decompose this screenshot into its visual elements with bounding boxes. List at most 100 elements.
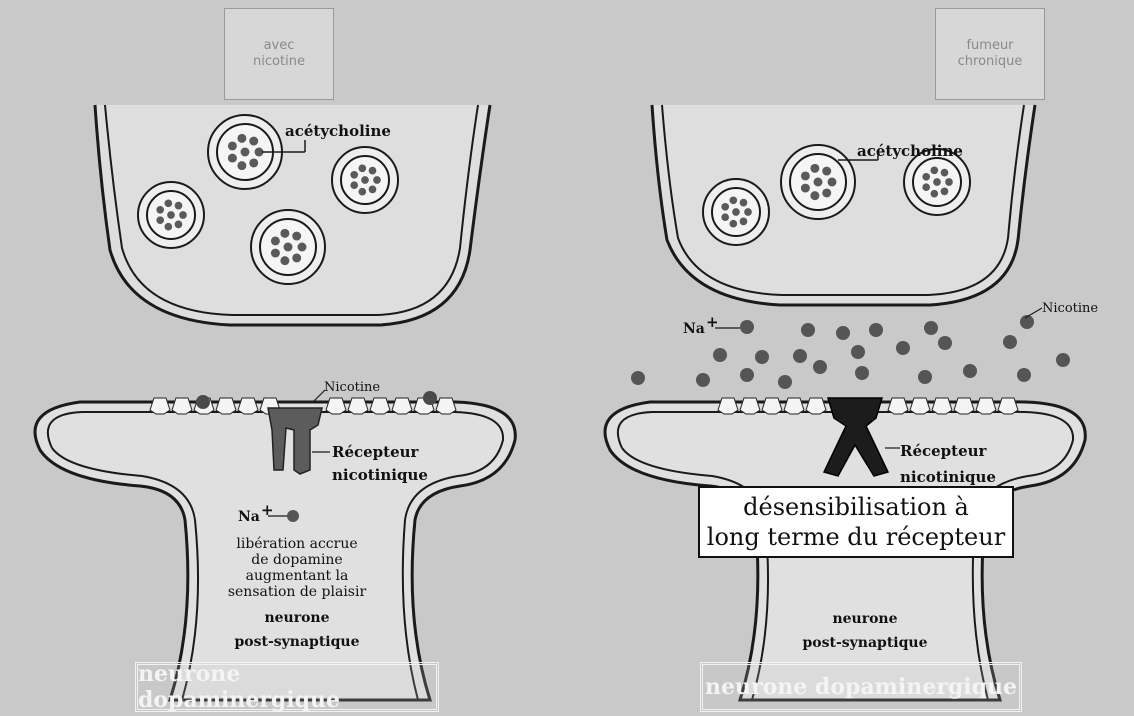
desensitization-box: désensibilisation à long terme du récept… <box>698 486 1014 558</box>
acetylcholine-molecule <box>164 199 172 207</box>
right-neuron-line-1: neurone <box>832 611 897 627</box>
acetylcholine-molecule <box>945 178 953 186</box>
acetylcholine-molecule <box>179 211 187 219</box>
nicotine-molecule <box>801 323 815 337</box>
acetylcholine-molecule <box>721 203 729 211</box>
left-effect-line-3: augmentant la <box>246 568 349 584</box>
left-nicotine-molecule <box>196 395 210 409</box>
acetylcholine-molecule <box>271 236 280 245</box>
acetylcholine-molecule <box>744 208 752 216</box>
acetylcholine-molecule <box>280 229 289 238</box>
membrane-protein <box>954 398 974 414</box>
left-nicotine-label: Nicotine <box>324 380 380 395</box>
left-receptor-label-2: nicotinique <box>332 466 428 484</box>
acetylcholine-molecule <box>369 186 377 194</box>
nicotine-molecule <box>813 360 827 374</box>
acetylcholine-molecule <box>933 178 941 186</box>
membrane-protein <box>392 398 412 414</box>
acetylcholine-molecule <box>167 211 175 219</box>
left-effect-line-4: sensation de plaisir <box>228 584 367 600</box>
left-neuron-line-1: neurone <box>264 610 329 626</box>
nicotine-molecule <box>938 336 952 350</box>
acetylcholine-molecule <box>814 178 823 187</box>
membrane-protein <box>150 398 170 414</box>
acetylcholine-molecule <box>237 161 246 170</box>
acetylcholine-molecule <box>801 184 810 193</box>
acetylcholine-molecule <box>922 183 930 191</box>
acetylcholine-molecule <box>721 213 729 221</box>
acetylcholine-molecule <box>241 148 250 157</box>
nicotine-molecule <box>896 341 910 355</box>
acetylcholine-molecule <box>280 256 289 265</box>
right-ion-label: Na <box>683 321 705 337</box>
desens-line-2: long terme du récepteur <box>706 522 1006 552</box>
acetylcholine-molecule <box>369 167 377 175</box>
membrane-protein <box>998 398 1018 414</box>
membrane-protein <box>216 398 236 414</box>
left-effect-line-1: libération accrue <box>236 536 357 552</box>
nicotine-molecule <box>793 349 807 363</box>
acetylcholine-molecule <box>249 158 258 167</box>
membrane-protein <box>436 398 456 414</box>
acetylcholine-molecule <box>822 188 831 197</box>
membrane-protein <box>238 398 258 414</box>
left-effect-line-2: de dopamine <box>251 552 342 568</box>
membrane-protein <box>976 398 996 414</box>
right-vesicle-label: acétycholine <box>857 142 963 160</box>
nicotine-molecule <box>696 373 710 387</box>
membrane-protein <box>888 398 908 414</box>
right-condition-line-2: chronique <box>936 54 1044 70</box>
left-condition-label: avec nicotine <box>224 8 334 100</box>
nicotine-molecule <box>778 375 792 389</box>
left-receptor-label-1: Récepteur <box>332 443 420 461</box>
nicotine-molecule <box>836 326 850 340</box>
acetylcholine-molecule <box>284 243 293 252</box>
left-condition-line-1: avec <box>225 38 333 54</box>
right-receptor-label-1: Récepteur <box>900 442 988 460</box>
acetylcholine-molecule <box>298 243 307 252</box>
left-banner-text: neurone dopaminergique <box>138 661 436 713</box>
acetylcholine-molecule <box>729 220 737 228</box>
acetylcholine-molecule <box>292 253 301 262</box>
membrane-protein <box>326 398 346 414</box>
acetylcholine-molecule <box>930 166 938 174</box>
acetylcholine-molecule <box>271 249 280 258</box>
membrane-protein <box>806 398 826 414</box>
acetylcholine-molecule <box>828 178 837 187</box>
membrane-protein <box>348 398 368 414</box>
right-banner: neurone dopaminergique <box>700 662 1022 712</box>
acetylcholine-molecule <box>801 171 810 180</box>
nicotine-molecule <box>1056 353 1070 367</box>
acetylcholine-molecule <box>822 167 831 176</box>
left-neuron-line-2: post-synaptique <box>234 634 359 650</box>
acetylcholine-molecule <box>175 202 183 210</box>
right-banner-text: neurone dopaminergique <box>705 674 1017 700</box>
membrane-protein <box>932 398 952 414</box>
membrane-protein <box>762 398 782 414</box>
acetylcholine-molecule <box>732 208 740 216</box>
acetylcholine-molecule <box>156 216 164 224</box>
left-banner: neurone dopaminergique <box>135 662 439 712</box>
nicotine-molecule <box>924 321 938 335</box>
acetylcholine-molecule <box>810 164 819 173</box>
acetylcholine-molecule <box>358 188 366 196</box>
nicotine-molecule <box>963 364 977 378</box>
desens-line-1: désensibilisation à <box>706 492 1006 522</box>
nicotine-molecule <box>631 371 645 385</box>
right-condition-label: fumeur chronique <box>935 8 1045 100</box>
nicotine-molecule <box>1003 335 1017 349</box>
acetylcholine-molecule <box>237 134 246 143</box>
right-condition-line-1: fumeur <box>936 38 1044 54</box>
membrane-protein <box>910 398 930 414</box>
acetylcholine-molecule <box>350 171 358 179</box>
acetylcholine-molecule <box>373 176 381 184</box>
left-ion-label: Na <box>238 509 260 525</box>
acetylcholine-molecule <box>740 199 748 207</box>
membrane-protein <box>740 398 760 414</box>
acetylcholine-molecule <box>922 173 930 181</box>
nicotine-molecule <box>1017 368 1031 382</box>
acetylcholine-molecule <box>941 169 949 177</box>
acetylcholine-molecule <box>740 218 748 226</box>
